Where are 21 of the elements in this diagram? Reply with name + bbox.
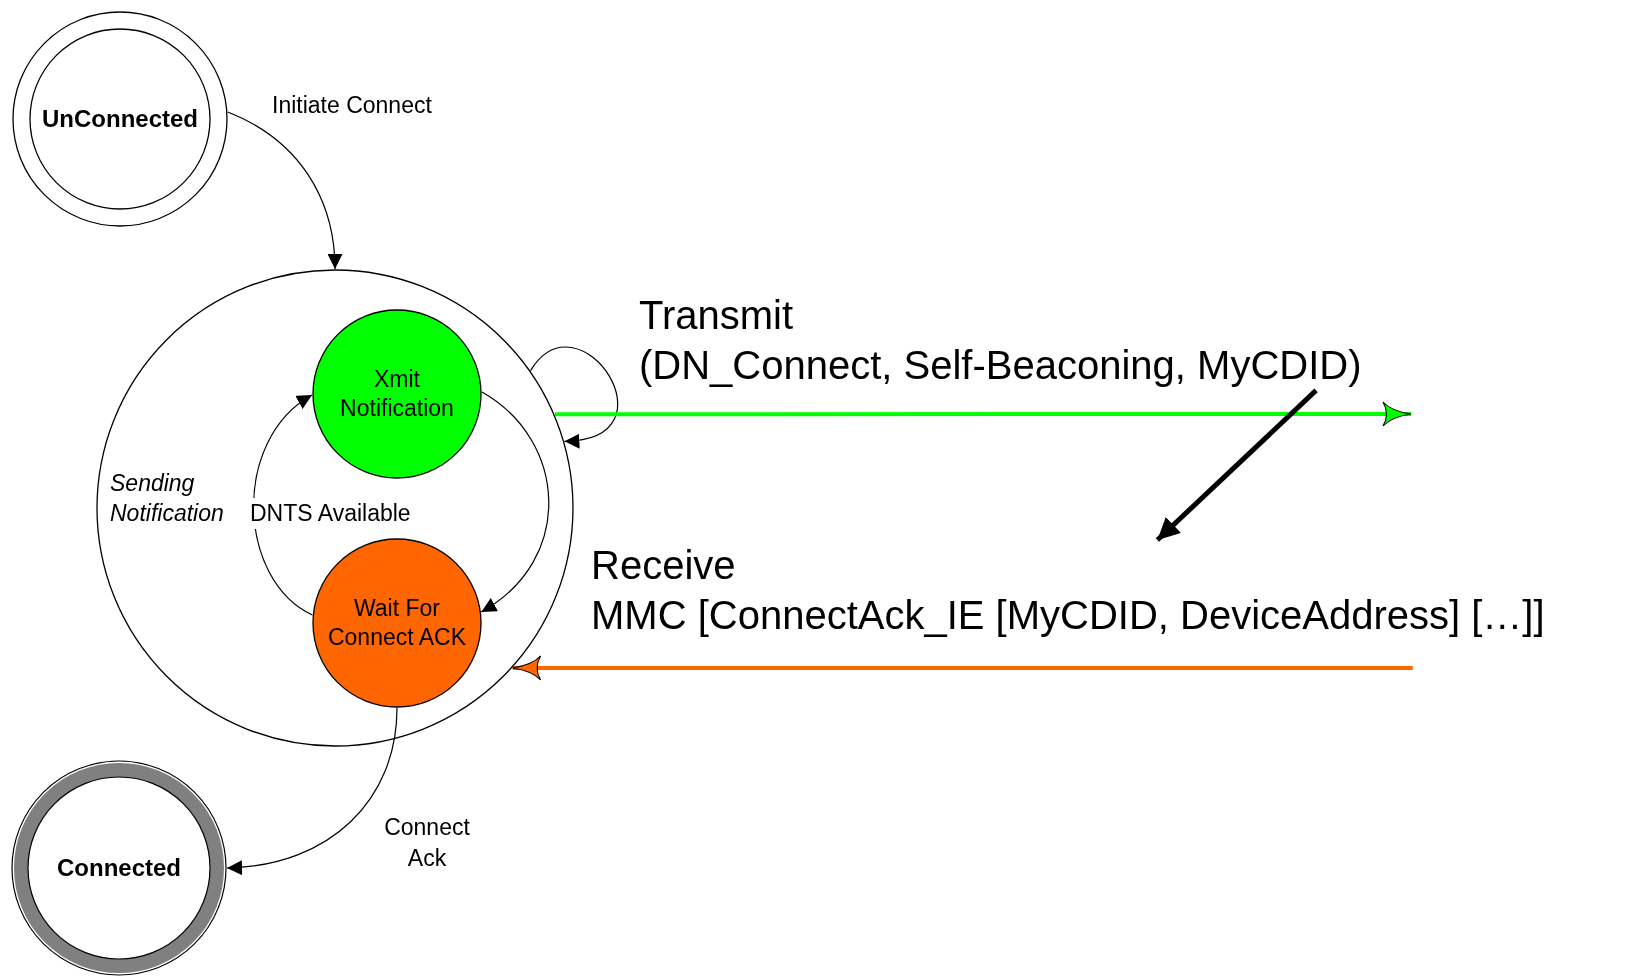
self-loop-arrow bbox=[529, 347, 619, 447]
transition-arrow bbox=[227, 111, 342, 270]
message-title: Receive bbox=[591, 542, 736, 589]
state-label: UnConnected bbox=[41, 104, 199, 134]
state-label: Sending Notification bbox=[110, 469, 225, 528]
initial-state-circle bbox=[12, 11, 228, 227]
state-label: Wait For Connect ACK bbox=[326, 594, 468, 652]
final-state-circle bbox=[11, 760, 227, 976]
state-circle bbox=[312, 538, 482, 708]
message-text: (DN_Connect, Self-Beaconing, MyCDID) bbox=[639, 342, 1362, 389]
message-text: MMC [ConnectAck_IE [MyCDID, DeviceAddress] […]] bbox=[591, 592, 1545, 639]
state-label: Connected bbox=[56, 853, 182, 883]
state-label: Xmit Notification bbox=[339, 365, 455, 423]
state-circle bbox=[312, 309, 482, 479]
transition-arrow bbox=[1155, 388, 1318, 542]
edge-label: DNTS Available bbox=[250, 498, 411, 530]
transition-arrow bbox=[253, 394, 313, 616]
transition-arrow bbox=[226, 707, 398, 875]
message-title: Transmit bbox=[639, 292, 794, 339]
transition-arrow bbox=[480, 391, 550, 613]
composite-state-circle bbox=[96, 269, 574, 747]
